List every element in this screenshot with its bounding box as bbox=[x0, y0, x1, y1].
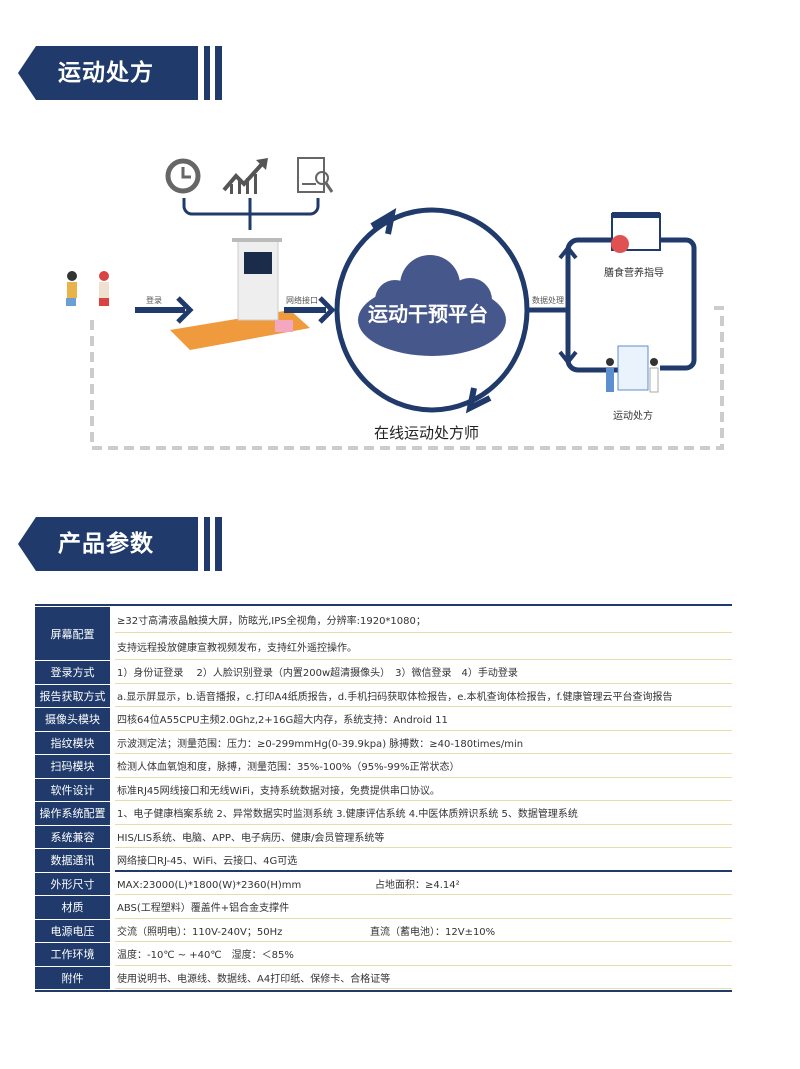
param-key: 系统兼容 bbox=[35, 825, 115, 848]
calendar-apple-icon bbox=[611, 212, 661, 253]
param-value-cell: 交流（照明电）：110V-240V；50Hz 直流（蓄电池）：12V±10% bbox=[115, 920, 732, 942]
health-kiosk-illustration bbox=[170, 238, 310, 350]
exercise-prescription-label: 运动处方 bbox=[613, 411, 653, 422]
param-key: 扫码模块 bbox=[35, 755, 115, 778]
param-value: 网络接口RJ-45、WiFi、云接口、4G可选 bbox=[115, 849, 732, 872]
param-value: ≥32寸高清液晶触摸大屏，防眩光,IPS全视角，分辨率:1920*1080； bbox=[115, 607, 732, 633]
param-key: 材质 bbox=[35, 896, 115, 919]
section-banner-params: 产品参数 bbox=[18, 517, 228, 571]
param-value: 示波测定法；测量范围：压力：≥0-299mmHg(0-39.9kpa) 脉搏数：… bbox=[115, 732, 732, 754]
param-key: 登录方式 bbox=[35, 661, 115, 684]
section-title: 运动处方 bbox=[58, 60, 154, 86]
param-value: 支持远程投放健康宣教视频发布，支持红外遥控操作。 bbox=[115, 634, 732, 660]
cloud-shape bbox=[358, 255, 506, 356]
login-label: 登录 bbox=[146, 296, 162, 305]
diet-guidance-label: 膳食营养指导 bbox=[604, 268, 664, 279]
table-row: 支持远程投放健康宣教视频发布，支持红外遥控操作。 bbox=[35, 634, 732, 660]
product-params-table: 屏幕配置≥32寸高清液晶触摸大屏，防眩光,IPS全视角，分辨率:1920*108… bbox=[35, 604, 732, 992]
banner-shape bbox=[18, 46, 222, 100]
param-key: 外形尺寸 bbox=[35, 872, 115, 895]
param-value: MAX:23000(L)*1800(W)*2360(H)mm bbox=[117, 879, 302, 891]
param-key: 操作系统配置 bbox=[35, 802, 115, 825]
param-value: 标准RJ45网线接口和无线WiFi，支持系统数据对接，免费提供串口协议。 bbox=[115, 779, 732, 801]
network-label: 网络接口 bbox=[286, 296, 318, 305]
report-search-icon bbox=[297, 157, 334, 193]
param-value: 使用说明书、电源线、数据线、A4打印纸、保修卡、合格证等 bbox=[115, 967, 732, 989]
table-row: 扫码模块检测人体血氧饱和度，脉搏，测量范围：35%-100%（95%-99%正常… bbox=[35, 755, 732, 778]
param-value: ABS(工程塑料）覆盖件+铝合金支撑件 bbox=[115, 896, 732, 919]
param-value: 交流（照明电）：110V-240V；50Hz bbox=[117, 926, 283, 938]
section-title: 产品参数 bbox=[58, 531, 154, 557]
table-row: 附件使用说明书、电源线、数据线、A4打印纸、保修卡、合格证等 bbox=[35, 966, 732, 989]
param-key: 附件 bbox=[35, 966, 115, 989]
param-key: 指纹模块 bbox=[35, 731, 115, 754]
table-row: 屏幕配置≥32寸高清液晶触摸大屏，防眩光,IPS全视角，分辨率:1920*108… bbox=[35, 607, 732, 660]
table-row: 数据通讯网络接口RJ-45、WiFi、云接口、4G可选 bbox=[35, 849, 732, 872]
param-value: 四核64位A55CPU主频2.0Ghz,2+16G超大内存，系统支持：Andro… bbox=[115, 708, 732, 731]
param-key: 电源电压 bbox=[35, 919, 115, 942]
table-row: 指纹模块示波测定法；测量范围：压力：≥0-299mmHg(0-39.9kpa) … bbox=[35, 731, 732, 754]
param-value: 1、电子健康档案系统 2、异常数据实时监测系统 3.健康评估系统 4.中医体质辨… bbox=[115, 802, 732, 825]
runners-illustration bbox=[66, 271, 109, 306]
param-key: 报告获取方式 bbox=[35, 684, 115, 707]
param-key: 软件设计 bbox=[35, 778, 115, 801]
data-processing-label: 数据处理 bbox=[532, 296, 564, 305]
history-icon bbox=[165, 158, 201, 194]
param-key: 数据通讯 bbox=[35, 849, 115, 872]
table-row: 电源电压交流（照明电）：110V-240V；50Hz 直流（蓄电池）：12V±10… bbox=[35, 919, 732, 942]
param-value: a.显示屏显示，b.语音播报，c.打印A4纸质报告，d.手机扫码获取体检报告，e… bbox=[115, 685, 732, 707]
online-prescriber-label: 在线运动处方师 bbox=[374, 424, 480, 442]
param-value: 1）身份证登录 2）人脸识别登录（内置200w超清摄像头） 3）微信登录 4）手… bbox=[115, 661, 732, 684]
param-value-secondary: 占地面积：≥4.14² bbox=[375, 879, 460, 891]
platform-title: 运动干预平台 bbox=[368, 302, 488, 326]
doctor-clipboard-icon bbox=[606, 345, 659, 393]
growth-chart-icon bbox=[222, 158, 268, 194]
table-row: 摄像头模块四核64位A55CPU主频2.0Ghz,2+16G超大内存，系统支持：… bbox=[35, 708, 732, 731]
section-banner-exercise: 运动处方 bbox=[18, 46, 228, 100]
param-value-cell: MAX:23000(L)*1800(W)*2360(H)mm 占地面积：≥4.14… bbox=[115, 873, 732, 895]
banner-shape bbox=[18, 517, 222, 571]
param-key: 工作环境 bbox=[35, 943, 115, 966]
param-value: HIS/LIS系统、电脑、APP、电子病历、健康/会员管理系统等 bbox=[115, 826, 732, 848]
param-value: 检测人体血氧饱和度，脉搏，测量范围：35%-100%（95%-99%正常状态） bbox=[115, 755, 732, 778]
table-row: 工作环境温度：-10℃ ~ +40℃ 湿度：＜85% bbox=[35, 943, 732, 966]
param-value: 温度：-10℃ ~ +40℃ 湿度：＜85% bbox=[115, 943, 732, 966]
workflow-diagram: 登录 网络接口 数据处理 运动干预平台 在线运动处方师 膳食营养指导 运动处方 bbox=[0, 140, 800, 460]
param-key: 摄像头模块 bbox=[35, 708, 115, 731]
param-value-secondary: 直流（蓄电池）：12V±10% bbox=[370, 926, 496, 938]
table-row: 软件设计标准RJ45网线接口和无线WiFi，支持系统数据对接，免费提供串口协议。 bbox=[35, 778, 732, 801]
param-key: 屏幕配置 bbox=[35, 607, 115, 660]
